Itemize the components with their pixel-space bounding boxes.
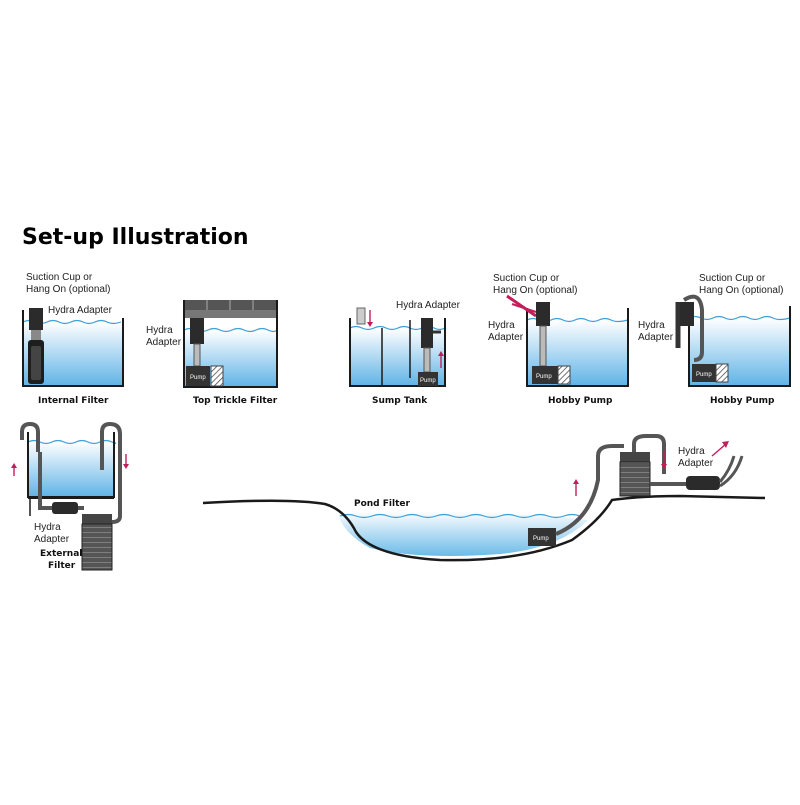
pump-label: Pump — [190, 375, 206, 381]
hydra-adapter-icon — [536, 302, 550, 326]
pump-intake-icon — [557, 365, 571, 385]
hydra-adapter-label: Hydra Adapter — [48, 305, 113, 316]
hydra-adapter-label-line2: Adapter — [488, 332, 524, 343]
pipe-icon — [193, 343, 201, 367]
hydra-adapter-label-line1: Hydra — [678, 446, 705, 457]
pond-filter-setup: Pond Filter Pump Hydra Adapter — [202, 434, 766, 562]
hydra-adapter-label-line1: Hydra — [488, 320, 515, 331]
return-pipe-icon — [20, 421, 40, 452]
connector-icon — [31, 330, 41, 340]
stand-top — [28, 497, 114, 499]
pointer-line — [511, 303, 537, 313]
pipe-icon — [539, 325, 547, 367]
aquarium-tank — [183, 300, 278, 388]
pond-hose-icon — [555, 444, 624, 536]
pump-label: Pump — [536, 374, 552, 380]
outlet-pipe-icon — [718, 455, 736, 483]
suction-cup-label-line1: Suction Cup or — [493, 273, 560, 284]
external-filter-canister-icon — [81, 523, 113, 571]
caption-top-trickle-filter: Top Trickle Filter — [193, 396, 278, 406]
canister-lid — [82, 514, 112, 524]
hydra-adapter-icon — [29, 308, 43, 330]
caption-hobby-pump-2: Hobby Pump — [710, 396, 775, 406]
pond-filter-lid — [620, 452, 650, 462]
intake-pipe-icon — [100, 421, 122, 524]
hydra-adapter-label-line2: Adapter — [146, 337, 182, 348]
hobby-pump-1-setup: Suction Cup or Hang On (optional) Hydra … — [488, 273, 629, 406]
sump-tank-setup: Hydra Adapter Pump Sump Tank — [349, 300, 461, 406]
arrowhead — [573, 479, 579, 484]
pointer-line — [506, 294, 537, 318]
hydra-adapter-icon — [686, 476, 720, 490]
suction-cup-label-line2: Hang On (optional) — [699, 285, 784, 296]
pump-icon — [692, 364, 716, 382]
pond-ground-line — [202, 494, 766, 562]
pond-pump-icon — [528, 528, 556, 546]
caption-pond-filter: Pond Filter — [354, 499, 410, 509]
pond-filter-box-icon — [619, 461, 651, 497]
hydra-adapter-icon — [190, 318, 204, 344]
hydra-adapter-label-line1: Hydra — [34, 522, 61, 533]
hydra-adapter-icon — [680, 302, 694, 326]
water-surface — [27, 439, 117, 445]
suction-cup-label-line2: Hang On (optional) — [493, 285, 578, 296]
hydra-adapter-label-line1: Hydra — [638, 320, 665, 331]
flow-out-arrow — [711, 443, 727, 457]
pump-label: Pump — [420, 378, 436, 384]
water-surface — [688, 315, 791, 321]
pump-intake-icon — [715, 363, 729, 383]
hobby-pump-2-setup: Suction Cup or Hang On (optional) Hydra … — [638, 273, 791, 406]
page-title: Set-up Illustration — [22, 225, 249, 250]
pump-icon — [532, 366, 558, 384]
caption-sump-tank: Sump Tank — [372, 396, 428, 406]
caption-external-filter-line2: Filter — [48, 561, 76, 571]
arrowhead — [11, 463, 17, 468]
top-trickle-filter-setup: Hydra Adapter Pump Top Trickle Filter — [146, 300, 278, 406]
external-pipe-icon — [682, 294, 704, 362]
hydra-adapter-icon — [421, 318, 433, 348]
outlet-pipe-icon — [719, 455, 744, 488]
external-tank-water — [28, 442, 114, 497]
suction-cup-label-line1: Suction Cup or — [699, 273, 766, 284]
aquarium-tank — [22, 310, 124, 387]
aquarium-tank — [688, 306, 791, 387]
suction-cup-label-line2: Hang On (optional) — [26, 284, 111, 295]
pump-icon — [418, 372, 438, 386]
drain-pipe-icon — [356, 307, 366, 325]
caption-internal-filter: Internal Filter — [38, 396, 109, 406]
internal-filter-setup: Suction Cup or Hang On (optional) Hydra … — [22, 272, 124, 406]
arrowhead — [722, 441, 729, 448]
hydra-adapter-label-line1: Hydra — [146, 325, 173, 336]
caption-hobby-pump-1: Hobby Pump — [548, 396, 613, 406]
pump-label: Pump — [696, 372, 712, 378]
water-surface — [339, 513, 581, 519]
arrowhead — [661, 464, 667, 469]
sump-tank — [349, 318, 446, 387]
suction-cup-label-line1: Suction Cup or — [26, 272, 93, 283]
caption-external-filter-line1: External — [40, 549, 82, 559]
trickle-tray-base — [184, 310, 277, 318]
hydra-adapter-icon — [52, 502, 78, 514]
hydra-adapter-label-line2: Adapter — [638, 332, 674, 343]
external-filter-setup: Hydra Adapter External Filter — [11, 421, 129, 571]
pump-icon — [186, 366, 210, 386]
hydra-adapter-label-line2: Adapter — [34, 534, 70, 545]
pond-water — [338, 511, 588, 556]
arrowhead — [367, 322, 373, 327]
filter-sponge-icon — [31, 346, 41, 380]
aquarium-tank — [526, 308, 629, 387]
arrowhead — [438, 351, 444, 356]
hydra-adapter-label: Hydra Adapter — [396, 300, 461, 311]
arrowhead — [123, 464, 129, 469]
pump-label: Pump — [533, 536, 549, 542]
filter-loop-hose — [632, 434, 666, 474]
hydra-adapter-label-line2: Adapter — [678, 458, 714, 469]
pump-intake-icon — [210, 365, 224, 387]
pipe-icon — [423, 347, 431, 373]
